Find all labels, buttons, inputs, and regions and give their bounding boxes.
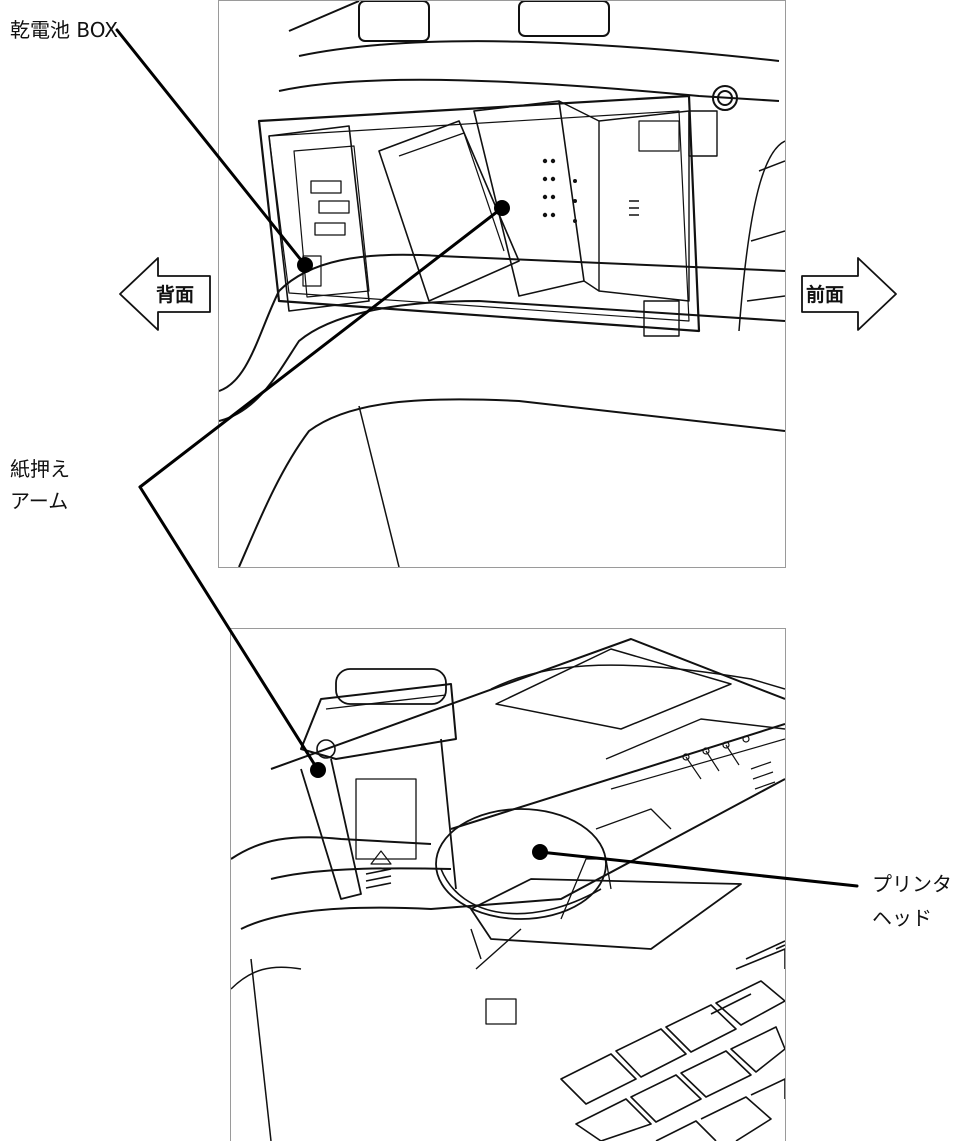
paper-arm-label-line1: 紙押え xyxy=(10,457,70,481)
front-arrow-icon xyxy=(801,257,897,331)
top-illustration-frame xyxy=(218,0,786,568)
battery-box-label: 乾電池 BOX xyxy=(10,18,118,42)
keypad-keys xyxy=(560,940,785,1141)
printer-angled-view-illustration xyxy=(231,638,785,1141)
bottom-illustration-frame xyxy=(230,628,786,1141)
print-head-label-line2: ヘッド xyxy=(872,906,932,930)
back-arrow-icon xyxy=(119,257,211,331)
front-direction-label: 前面 xyxy=(806,284,845,306)
paper-arm-label-line2: アーム xyxy=(10,489,69,513)
back-direction-label: 背面 xyxy=(156,284,195,306)
printer-top-view-illustration xyxy=(219,1,785,567)
print-head-label-line1: プリンタ xyxy=(872,872,952,896)
